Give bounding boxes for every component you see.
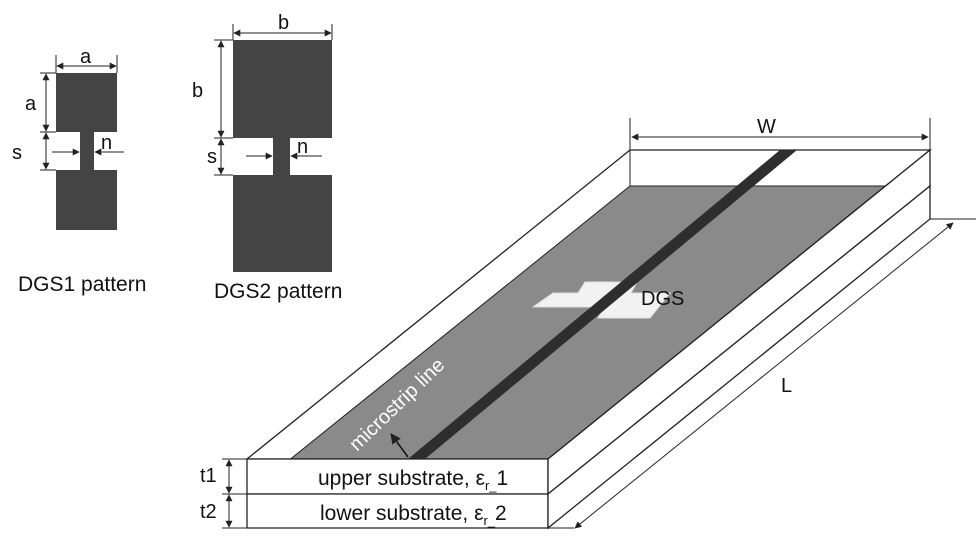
dgs1-pattern: a a s n DGS1 pattern <box>12 46 146 296</box>
dgs1-neck <box>80 132 94 170</box>
dgs2-label-n: n <box>297 136 308 158</box>
label-t2: t2 <box>200 501 217 523</box>
dgs2-label-b-width: b <box>278 12 289 34</box>
label-l: L <box>781 375 792 397</box>
dim-l <box>574 222 954 529</box>
dgs1-label-n: n <box>101 132 112 154</box>
label-dgs: DGS <box>641 288 684 310</box>
microstrip-structure: W L t1 t2 DGS microstrip line upper subs… <box>200 116 976 530</box>
label-w: W <box>757 116 776 138</box>
label-t1: t1 <box>200 465 217 487</box>
dgs1-label-a-width: a <box>80 46 92 68</box>
dgs2-neck <box>273 138 290 175</box>
dgs2-bottom-pad <box>233 175 332 272</box>
dgs2-label-s: s <box>207 146 217 168</box>
dgs2-caption: DGS2 pattern <box>214 280 342 303</box>
dgs2-pattern: b b s n DGS2 pattern <box>192 12 342 303</box>
dgs1-caption: DGS1 pattern <box>18 273 146 296</box>
dgs2-label-b-height: b <box>192 80 203 102</box>
dgs1-label-a-height: a <box>25 93 37 115</box>
dgs1-top-pad <box>56 73 117 132</box>
microstrip-pointer-arrow <box>390 433 409 458</box>
dgs1-bottom-pad <box>56 170 117 230</box>
dgs1-label-s: s <box>12 142 22 164</box>
label-lower-substrate: lower substrate, εr_2 <box>320 502 507 528</box>
dgs2-top-pad <box>233 40 332 138</box>
label-upper-substrate: upper substrate, εr_1 <box>318 467 508 493</box>
